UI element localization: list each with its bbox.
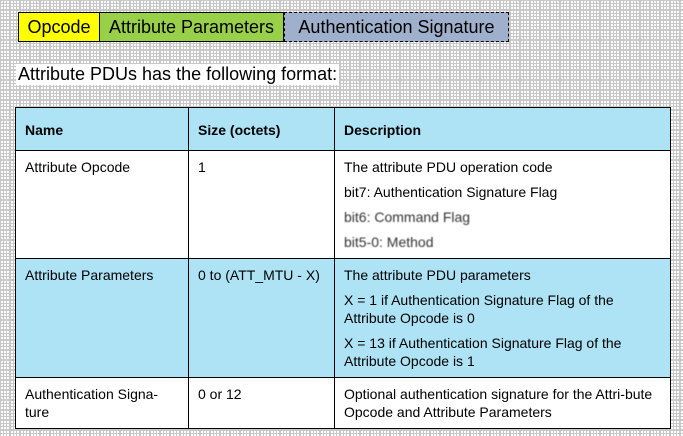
packet-format-diagram: Opcode Attribute Parameters Authenticati…	[18, 12, 509, 42]
description-line: Optional authentication signature for th…	[344, 386, 653, 420]
cell-description: The attribute PDU parameters X = 1 if Au…	[334, 258, 671, 378]
column-header-name: Name	[15, 107, 189, 151]
cell-size: 1	[188, 150, 335, 259]
description-line: bit7: Authentication Signature Flag	[344, 184, 558, 200]
packet-field-attribute-parameters: Attribute Parameters	[100, 12, 284, 42]
packet-field-opcode: Opcode	[18, 12, 100, 42]
description-line: The attribute PDU parameters	[344, 267, 531, 283]
table-row: Authentication Signa-ture 0 or 12 Option…	[15, 377, 671, 429]
table-header-row: Name Size (octets) Description	[15, 107, 671, 151]
cell-name: Authentication Signa-ture	[15, 377, 189, 429]
description-line: X = 1 if Authentication Signature Flag o…	[344, 292, 614, 326]
description-line: X = 13 if Authentication Signature Flag …	[344, 335, 622, 369]
intro-text: Attribute PDUs has the following format:	[16, 64, 340, 85]
description-line: bit5-0: Method	[344, 234, 434, 250]
column-header-description: Description	[334, 107, 671, 151]
table-row: Attribute Opcode 1 The attribute PDU ope…	[15, 150, 671, 259]
column-header-size: Size (octets)	[188, 107, 335, 151]
cell-description: The attribute PDU operation code bit7: A…	[334, 150, 671, 259]
table-row: Attribute Parameters 0 to (ATT_MTU - X) …	[15, 258, 671, 378]
packet-field-authentication-signature: Authentication Signature	[284, 12, 509, 42]
cell-name: Attribute Opcode	[15, 150, 189, 259]
attribute-pdu-format-table: Name Size (octets) Description Attribute…	[15, 107, 671, 429]
cell-size: 0 to (ATT_MTU - X)	[188, 258, 335, 378]
cell-name: Attribute Parameters	[15, 258, 189, 378]
description-line: bit6: Command Flag	[344, 209, 471, 225]
cell-size: 0 or 12	[188, 377, 335, 429]
description-line: The attribute PDU operation code	[344, 159, 553, 175]
cell-description: Optional authentication signature for th…	[334, 377, 671, 429]
